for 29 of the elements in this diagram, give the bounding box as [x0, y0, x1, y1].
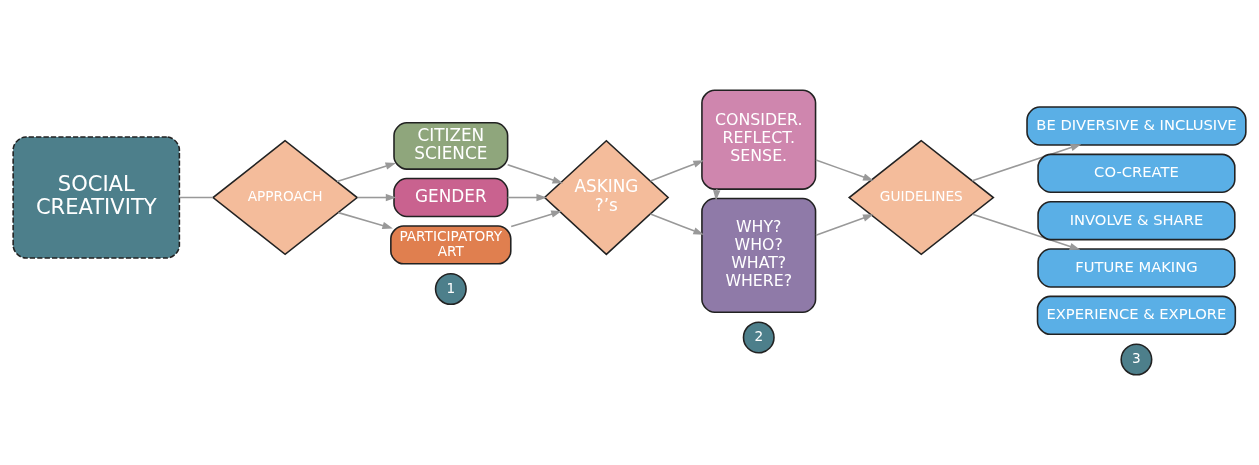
arrow	[510, 210, 562, 228]
connector	[178, 196, 214, 199]
node-circle: 2	[742, 321, 775, 354]
node-diamond: GUIDELINES	[847, 139, 995, 256]
node-box: SOCIAL CREATIVITY	[12, 136, 181, 259]
node-box: EXPERIENCE & EXPLORE	[1036, 295, 1237, 336]
node-diamond: APPROACH	[211, 139, 359, 256]
node-circle: 1	[434, 273, 467, 306]
arrow	[506, 163, 564, 184]
node-box: GENDER	[393, 177, 509, 218]
node-box: FUTURE MAKING	[1037, 248, 1236, 288]
node-box: BE DIVERSIVE & INCLUSIVE	[1026, 106, 1247, 146]
arrow	[506, 193, 547, 202]
arrow	[971, 213, 1081, 250]
node-box: WHY? WHO? WHAT? WHERE?	[701, 197, 817, 313]
node-circle: 3	[1120, 343, 1153, 376]
arrow	[649, 160, 704, 182]
arrow	[336, 162, 397, 183]
arrow	[649, 213, 704, 235]
node-box: PARTICIPATORY ART	[390, 225, 512, 265]
node-box: CITIZEN SCIENCE	[393, 122, 509, 170]
node-diamond: ASKING ?’s	[543, 139, 670, 256]
arrow	[815, 214, 874, 236]
arrow	[356, 193, 397, 202]
node-box: CO-CREATE	[1037, 153, 1236, 194]
arrow	[971, 144, 1082, 182]
node-box: INVOLVE & SHARE	[1037, 200, 1236, 241]
arrow	[815, 159, 874, 181]
arrow	[337, 211, 393, 230]
